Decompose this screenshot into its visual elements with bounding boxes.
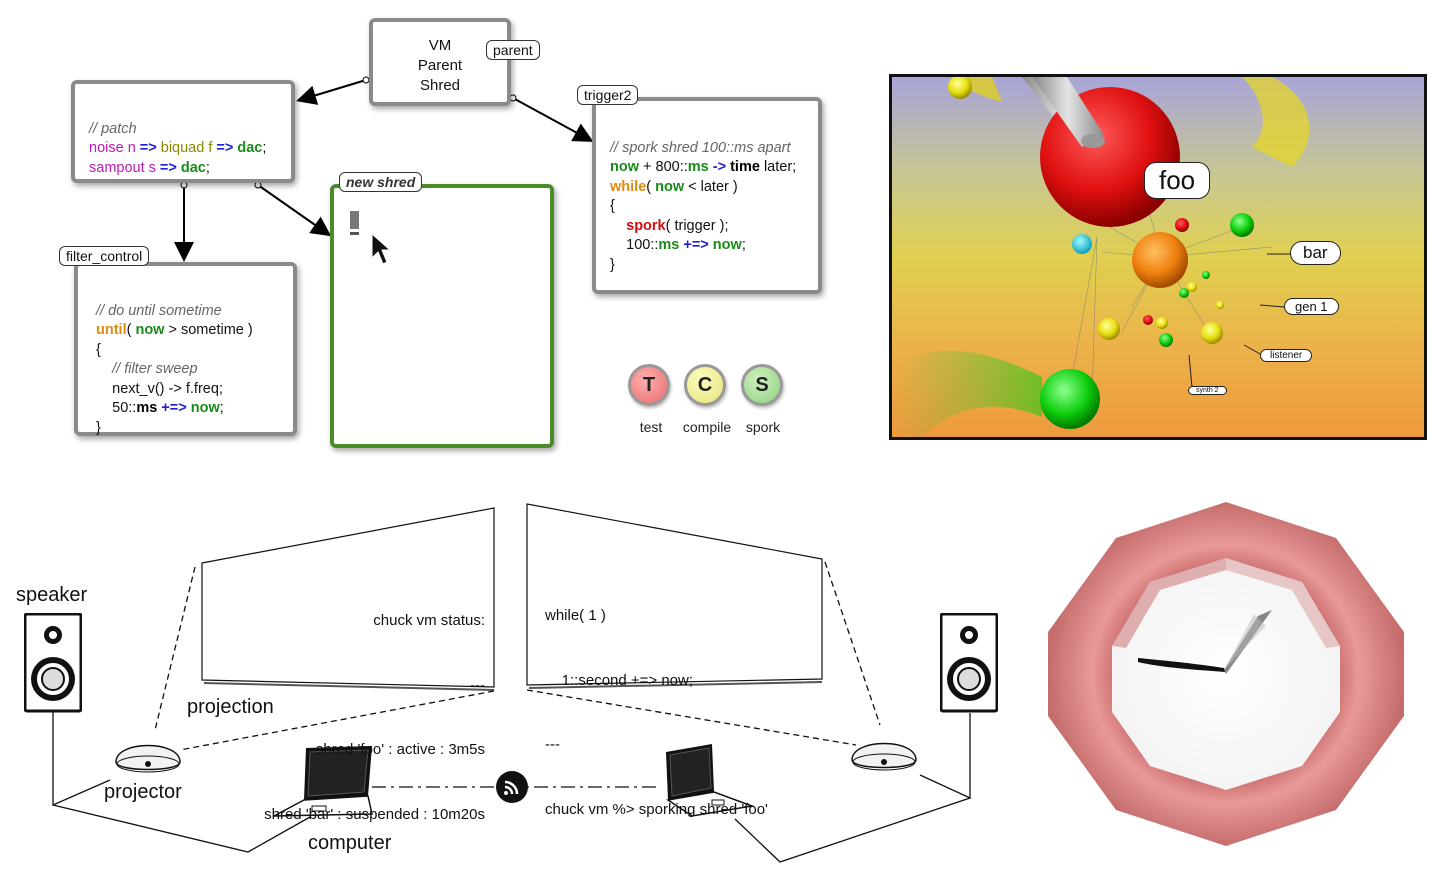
filter-control-code-box[interactable]: // do until sometime until( now > someti… [74, 262, 297, 436]
left-laptop-icon [273, 746, 373, 817]
filter-line-4: next_v() -> f.freq; [112, 380, 223, 397]
trigger-line-1: now + 800::ms -> time later; [610, 159, 797, 175]
trigger-line-2: while( now < later ) [610, 178, 738, 195]
synth2-label: synth 2 [1188, 386, 1227, 395]
filter-line-1: until( now > sometime ) [96, 322, 253, 338]
right-projector-icon [851, 742, 917, 771]
filter-line-6: } [96, 419, 101, 436]
speaker-label: speaker [16, 584, 88, 606]
spork-label: spork [745, 419, 781, 435]
patch-line-2: sampout s => dac; [89, 159, 210, 176]
shred-visualizer-3d[interactable]: foo bar gen 1 listener synth 2 [889, 74, 1427, 440]
filter-line-2: { [96, 341, 101, 358]
trigger-line-5: 100::ms +=> now; [626, 237, 746, 253]
editor-connectors [174, 76, 594, 262]
trigger-line-6: } [610, 256, 615, 273]
spork-button[interactable]: S [741, 364, 783, 406]
mouse-pointer-icon [371, 232, 392, 265]
test-label: test [639, 419, 663, 435]
wireless-network-icon [496, 771, 528, 803]
bar-label: bar [1290, 241, 1341, 265]
right-laptop-icon [666, 744, 755, 817]
new-shred-tag: new shred [339, 172, 423, 192]
right-speaker-icon [940, 613, 998, 713]
filter-line-3: // filter sweep [112, 361, 198, 377]
right-screen-text: while( 1 ) 1::second +=> now; --- chuck … [545, 607, 768, 818]
decagon-clock-visual [1048, 502, 1404, 846]
filter-comment: // do until sometime [96, 302, 222, 319]
patch-line-1: noise n => biquad f => dac; [89, 140, 267, 156]
trigger2-tag: trigger2 [577, 85, 639, 105]
vm-parent-shred-node[interactable]: VM Parent Shred [369, 18, 511, 106]
filter-line-5: 50::ms +=> now; [112, 400, 224, 416]
left-projector-icon [115, 744, 181, 773]
left-speaker-icon [24, 613, 82, 713]
computer-label: computer [308, 832, 392, 854]
compile-label: compile [682, 419, 732, 435]
setup-diagram-lines [52, 503, 971, 863]
left-screen-text: chuck vm status: --- shred 'foo' : activ… [264, 612, 485, 823]
parent-tag: parent [486, 40, 540, 60]
trigger-line-4: spork( trigger ); [626, 217, 729, 234]
new-shred-editor[interactable] [330, 184, 554, 448]
trigger-comment: // spork shred 100::ms apart [610, 139, 791, 156]
vm-node-text: VM Parent Shred [417, 37, 463, 94]
patch-code-box[interactable]: // patch noise n => biquad f => dac; sam… [71, 80, 295, 183]
foo-label: foo [1144, 162, 1211, 199]
patch-comment: // patch [89, 120, 137, 137]
visualizer-scene [892, 77, 1310, 437]
text-cursor [350, 211, 359, 232]
projection-label: projection [187, 696, 274, 718]
compile-button[interactable]: C [684, 364, 726, 406]
projector-label: projector [104, 781, 182, 803]
gen1-label: gen 1 [1284, 298, 1339, 315]
trigger-line-3: { [610, 198, 615, 214]
test-button[interactable]: T [628, 364, 670, 406]
trigger-code-box[interactable]: // spork shred 100::ms apart now + 800::… [592, 97, 822, 294]
filter-control-tag: filter_control [59, 246, 150, 266]
listener-label: listener [1260, 349, 1313, 362]
